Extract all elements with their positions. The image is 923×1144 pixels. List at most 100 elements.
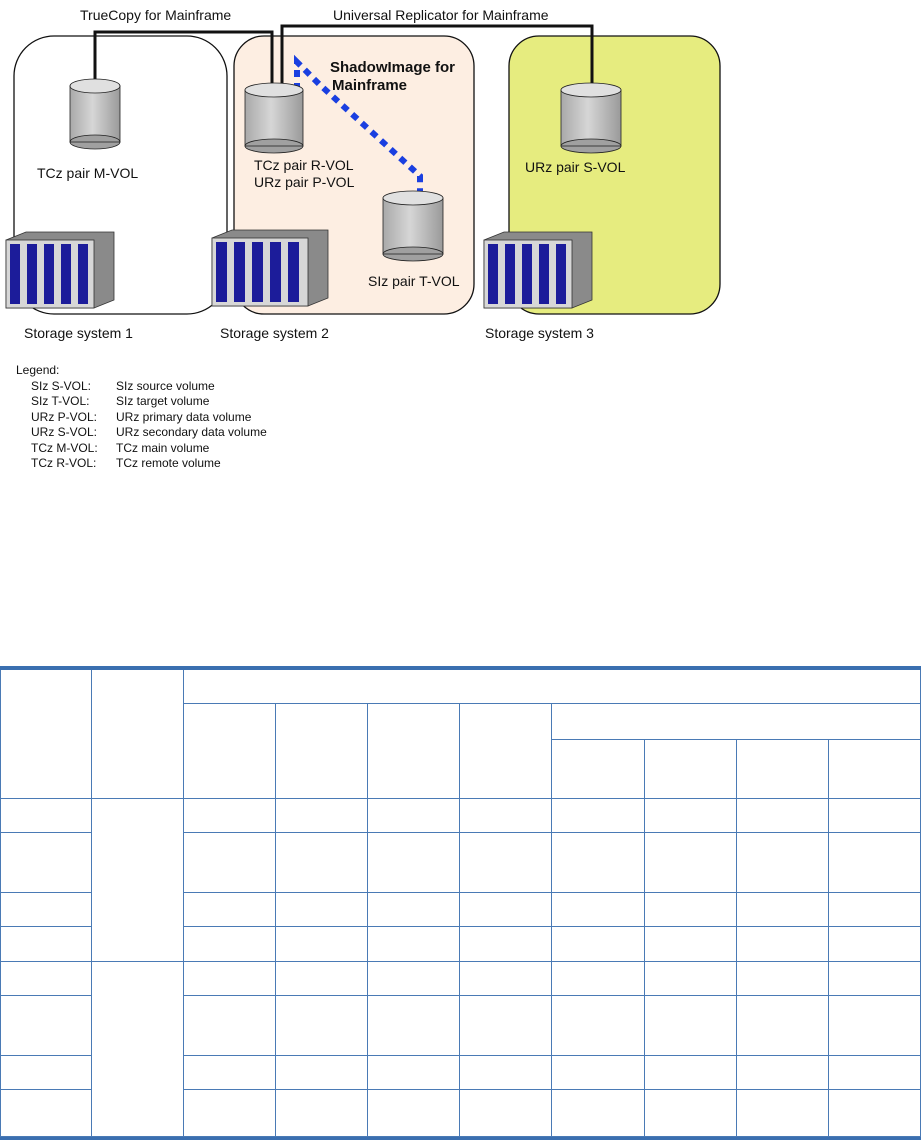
table-cell: [460, 893, 552, 927]
table-cell: [0, 1056, 92, 1090]
storage-system-1-label: Storage system 1: [24, 325, 133, 341]
table-top-rule: [0, 666, 921, 670]
table-cell: [0, 996, 92, 1056]
table-cell: [368, 704, 460, 799]
table-cell: [829, 893, 921, 927]
storage-system-2-label: Storage system 2: [220, 325, 329, 341]
table-cell: [276, 1090, 368, 1137]
table-cell: [276, 704, 368, 799]
truecopy-link: [93, 30, 274, 90]
legend-term: SIz S-VOL:: [31, 378, 92, 393]
legend-term: URz P-VOL:: [31, 409, 98, 424]
table-cell: [645, 962, 737, 996]
table-cell: [184, 833, 276, 893]
table-bottom-rule: [0, 1137, 921, 1140]
replication-diagram: [5, 24, 721, 315]
universal-replicator-link: [280, 24, 594, 90]
table-cell: [552, 996, 645, 1056]
table-cell: [276, 799, 368, 833]
legend-term: TCz M-VOL:: [31, 440, 98, 455]
table-cell: [92, 799, 184, 962]
table-cell: [829, 962, 921, 996]
legend-desc: URz primary data volume: [116, 409, 252, 424]
table-cell: [552, 740, 645, 799]
table-cell: [368, 833, 460, 893]
truecopy-label: TrueCopy for Mainframe: [80, 7, 232, 23]
legend-desc: URz secondary data volume: [116, 425, 267, 439]
table-cell: [0, 893, 92, 927]
table-cell: [0, 670, 92, 799]
legend: Legend: SIz S-VOL:SIz source volume SIz …: [16, 363, 267, 472]
table-cell: [737, 799, 829, 833]
table-cell: [276, 893, 368, 927]
empty-table-grid: [0, 666, 921, 1140]
universal-replicator-label: Universal Replicator for Mainframe: [333, 7, 549, 23]
shadowimage-label-line1: ShadowImage for: [330, 59, 456, 76]
table-cell: [276, 1056, 368, 1090]
table-cell: [737, 1090, 829, 1137]
table-cell: [737, 740, 829, 799]
table-cell: [645, 799, 737, 833]
table-cell: [184, 1090, 276, 1137]
table-cell: [368, 927, 460, 962]
table-cell: [184, 670, 921, 704]
table-cell: [552, 1056, 645, 1090]
storage-rack-1-icon: [5, 231, 115, 309]
legend-term: TCz R-VOL:: [31, 456, 97, 470]
legend-desc: SIz source volume: [116, 378, 215, 393]
table-cell: [737, 893, 829, 927]
table-cell: [460, 1090, 552, 1137]
legend-item: TCz M-VOL: TCz main volume: [31, 441, 267, 457]
table-cell: [368, 893, 460, 927]
table-cell: [276, 927, 368, 962]
table-cell: [184, 1056, 276, 1090]
shadowimage-link: [294, 54, 423, 198]
table-cell: [645, 740, 737, 799]
tvol-label: SIz pair T-VOL: [368, 273, 460, 289]
legend-desc: SIz target volume: [116, 394, 210, 408]
table-cell: [92, 670, 184, 799]
table-cell: [645, 893, 737, 927]
table-cell: [737, 833, 829, 893]
table-cell: [92, 962, 184, 1137]
table-cell: [276, 833, 368, 893]
table-cell: [184, 893, 276, 927]
table-cell: [737, 962, 829, 996]
legend-item: URz P-VOL: URz primary data volume: [31, 410, 267, 426]
mvol-label: TCz pair M-VOL: [37, 165, 139, 181]
table-cell: [368, 962, 460, 996]
legend-desc: TCz remote volume: [116, 456, 221, 470]
legend-term: SIz T-VOL:: [31, 394, 90, 408]
storage-rack-3-icon: [483, 231, 593, 309]
table-cell: [460, 704, 552, 799]
table-cell: [0, 799, 92, 833]
table-cell: [184, 799, 276, 833]
legend-item: URz S-VOL: URz secondary data volume: [31, 425, 267, 441]
mvol-disk-icon: [69, 78, 121, 150]
table-cell: [460, 927, 552, 962]
table-cell: [829, 1090, 921, 1137]
legend-term: URz S-VOL:: [31, 425, 98, 439]
table-cell: [368, 799, 460, 833]
table-cell: [552, 1090, 645, 1137]
legend-desc: TCz main volume: [116, 440, 210, 455]
table-cell: [460, 833, 552, 893]
table-cell: [460, 1056, 552, 1090]
table-cell: [0, 962, 92, 996]
table-cell: [645, 927, 737, 962]
shadowimage-label-line2: Mainframe: [332, 77, 408, 94]
table-cell: [645, 996, 737, 1056]
storage-system-3-label: Storage system 3: [485, 325, 594, 341]
table-cell: [829, 1056, 921, 1090]
table-cell: [368, 1056, 460, 1090]
table-cell: [0, 833, 92, 893]
table-cell: [829, 740, 921, 799]
table-cell: [737, 996, 829, 1056]
table-cell: [552, 927, 645, 962]
table-cell: [737, 927, 829, 962]
table-cell: [460, 962, 552, 996]
table-cell: [276, 962, 368, 996]
table-cell: [829, 996, 921, 1056]
table-cell: [829, 833, 921, 893]
table-cell: [645, 833, 737, 893]
